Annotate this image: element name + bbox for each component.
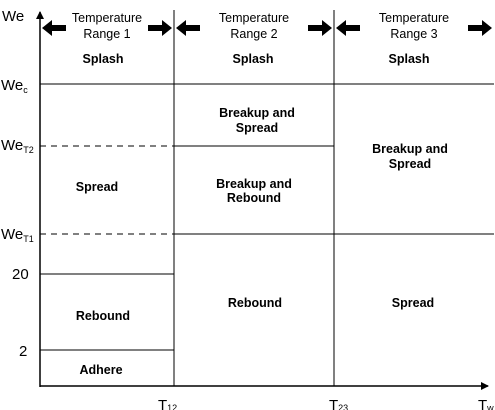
range-3-label-line2: Range 3 (390, 27, 437, 41)
region-r1-rebound: Rebound (76, 309, 130, 323)
region-r1-splash: Splash (83, 52, 124, 66)
region-r3-breakup-spread-line1: Breakup and (372, 142, 448, 156)
region-r3-breakup-spread-line2: Spread (389, 157, 431, 171)
region-r2-rebound: Rebound (228, 296, 282, 310)
region-r2-breakup-spread-line2: Spread (236, 121, 278, 135)
y-level-we-t1: WeT1 (1, 226, 34, 244)
range-3-arrows (336, 20, 492, 36)
range-2-arrows (176, 20, 332, 36)
y-level-2: 2 (19, 343, 27, 360)
range-2-label-line2: Range 2 (230, 27, 277, 41)
region-r2-breakup-rebound-line2: Rebound (227, 191, 281, 205)
range-1-arrows (42, 20, 172, 36)
y-level-we-c: Wec (1, 77, 28, 95)
region-r3-splash: Splash (389, 52, 430, 66)
range-2-label-line1: Temperature (219, 11, 289, 25)
region-r2-breakup-spread-line1: Breakup and (219, 106, 295, 120)
x-axis-title: Tw (478, 397, 494, 410)
range-1-label-line2: Range 1 (83, 27, 130, 41)
range-3-label-line1: Temperature (379, 11, 449, 25)
y-level-20: 20 (12, 266, 29, 283)
y-level-we-t2: WeT2 (1, 137, 34, 155)
x-tick-t12: T12 (158, 397, 177, 410)
region-r3-spread: Spread (392, 296, 434, 310)
y-axis-title: We (2, 8, 24, 25)
region-r1-spread: Spread (76, 180, 118, 194)
region-r2-breakup-rebound-line1: Breakup and (216, 177, 292, 191)
region-r1-adhere: Adhere (79, 363, 122, 377)
region-r2-splash: Splash (233, 52, 274, 66)
x-tick-t23: T23 (329, 397, 348, 410)
range-1-label-line1: Temperature (72, 11, 142, 25)
